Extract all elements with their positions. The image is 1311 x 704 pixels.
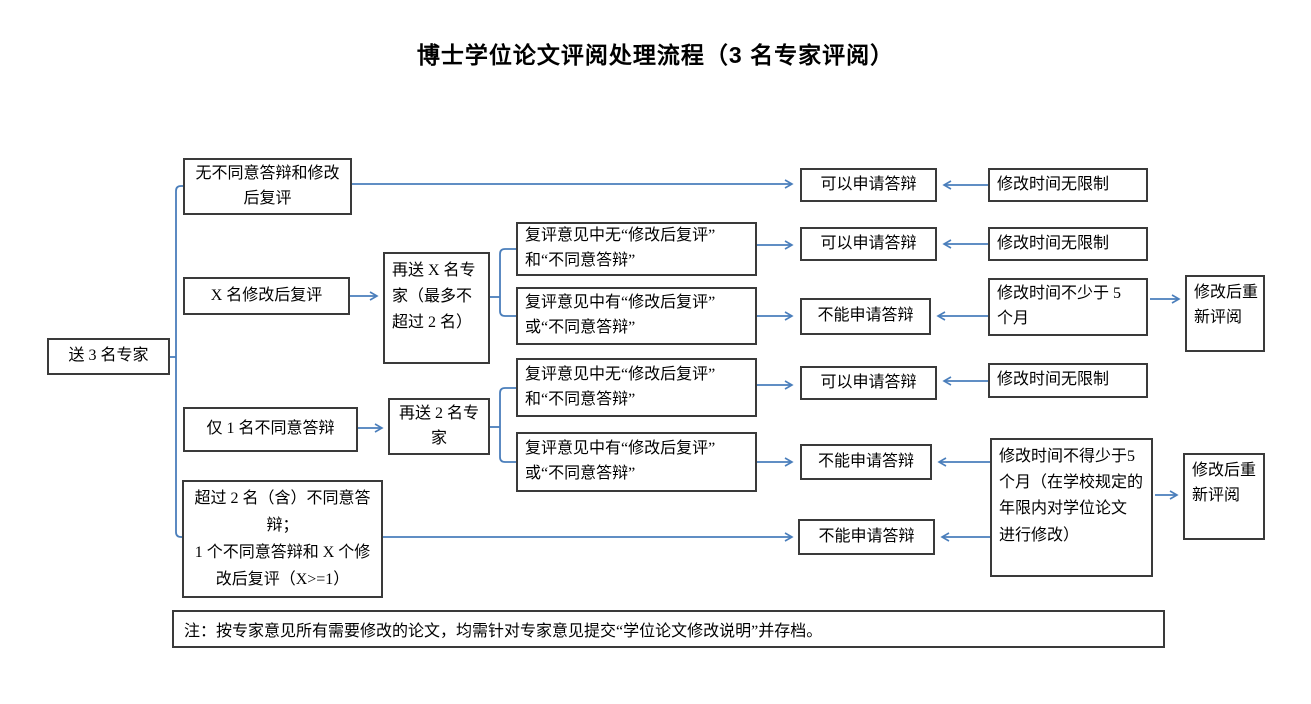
node-review-has-terms-b: 复评意见中有“修改后复评” 或“不同意答辩” bbox=[516, 432, 757, 492]
connector-resendx-bracket bbox=[499, 248, 516, 317]
node-no-time-limit-1: 修改时间无限制 bbox=[988, 168, 1148, 202]
node-can-defend-1: 可以申请答辩 bbox=[800, 168, 937, 202]
footnote: 注：按专家意见所有需要修改的论文，均需针对专家意见提交“学位论文修改说明”并存档… bbox=[172, 610, 1165, 648]
node-can-defend-2: 可以申请答辩 bbox=[800, 227, 937, 261]
node-start: 送 3 名专家 bbox=[47, 338, 170, 375]
node-branch-one-disagree: 仅 1 名不同意答辩 bbox=[183, 407, 358, 452]
node-no-time-limit-2: 修改时间无限制 bbox=[988, 227, 1148, 261]
node-cannot-defend-1: 不能申请答辩 bbox=[800, 298, 931, 335]
node-review-has-terms-a: 复评意见中有“修改后复评” 或“不同意答辩” bbox=[516, 287, 757, 345]
node-review-no-terms-a: 复评意见中无“修改后复评” 和“不同意答辩” bbox=[516, 222, 757, 276]
node-branch-over-two: 超过 2 名（含）不同意答 辩； 1 个不同意答辩和 X 个修 改后复评（X>=… bbox=[182, 480, 383, 598]
node-no-time-limit-3: 修改时间无限制 bbox=[988, 363, 1148, 398]
connector-resend2-bracket bbox=[499, 387, 516, 463]
node-min-five-months: 修改时间不少于 5 个月 bbox=[988, 278, 1148, 336]
node-cannot-defend-2: 不能申请答辩 bbox=[800, 444, 932, 480]
node-cannot-defend-3: 不能申请答辩 bbox=[798, 519, 935, 555]
node-rereview-after-revision-1: 修改后重 新评阅 bbox=[1185, 275, 1265, 352]
node-resend-two-experts: 再送 2 名专 家 bbox=[388, 398, 490, 455]
node-branch-x-revise: X 名修改后复评 bbox=[183, 277, 350, 315]
node-can-defend-3: 可以申请答辩 bbox=[800, 366, 937, 400]
diagram-title: 博士学位论文评阅处理流程（3 名专家评阅） bbox=[416, 42, 895, 68]
node-resend-x-experts: 再送 X 名专 家（最多不 超过 2 名） bbox=[383, 252, 490, 364]
node-review-no-terms-b: 复评意见中无“修改后复评” 和“不同意答辩” bbox=[516, 358, 757, 417]
node-branch-no-disagree: 无不同意答辩和修改 后复评 bbox=[183, 158, 352, 215]
node-min-five-months-rule: 修改时间不得少于5 个月（在学校规定的 年限内对学位论文 进行修改） bbox=[990, 438, 1153, 577]
node-rereview-after-revision-2: 修改后重 新评阅 bbox=[1183, 453, 1265, 540]
